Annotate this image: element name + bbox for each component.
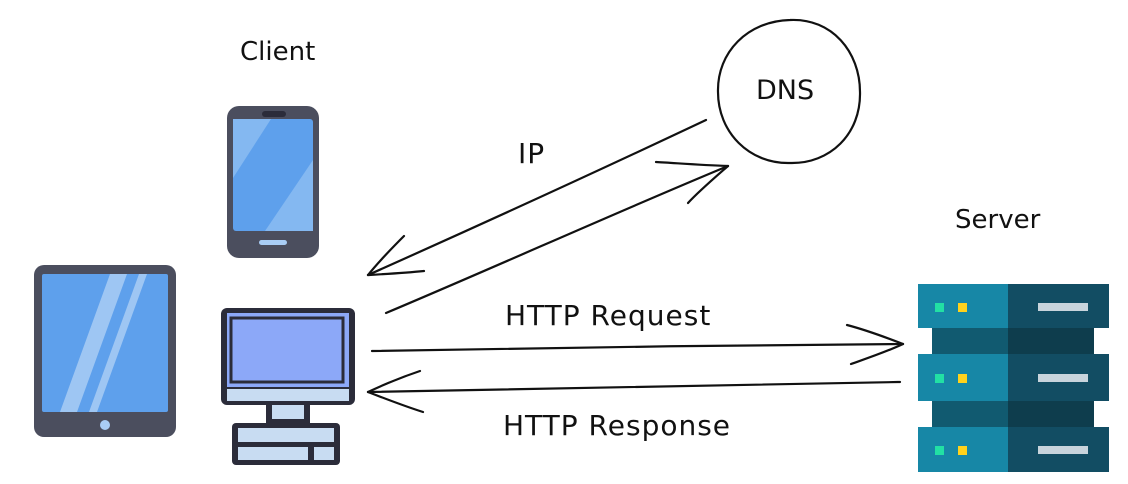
desktop-computer-icon <box>221 308 355 465</box>
arrow-desktop-to-dns <box>384 160 730 315</box>
arrow-http-request <box>370 323 905 366</box>
arrow-http-response <box>366 369 902 414</box>
server-label: Server <box>955 205 1041 235</box>
ip-label: IP <box>518 137 545 170</box>
smartphone-icon <box>227 106 319 258</box>
http-request-label: HTTP Request <box>505 299 711 332</box>
client-label: Client <box>240 37 315 67</box>
server-rack-icon <box>918 284 1109 472</box>
tablet-icon <box>34 265 176 437</box>
dns-node: DNS <box>716 18 862 165</box>
http-response-label: HTTP Response <box>503 409 731 442</box>
arrow-dns-to-desktop <box>366 118 708 277</box>
dns-label: DNS <box>756 75 814 106</box>
